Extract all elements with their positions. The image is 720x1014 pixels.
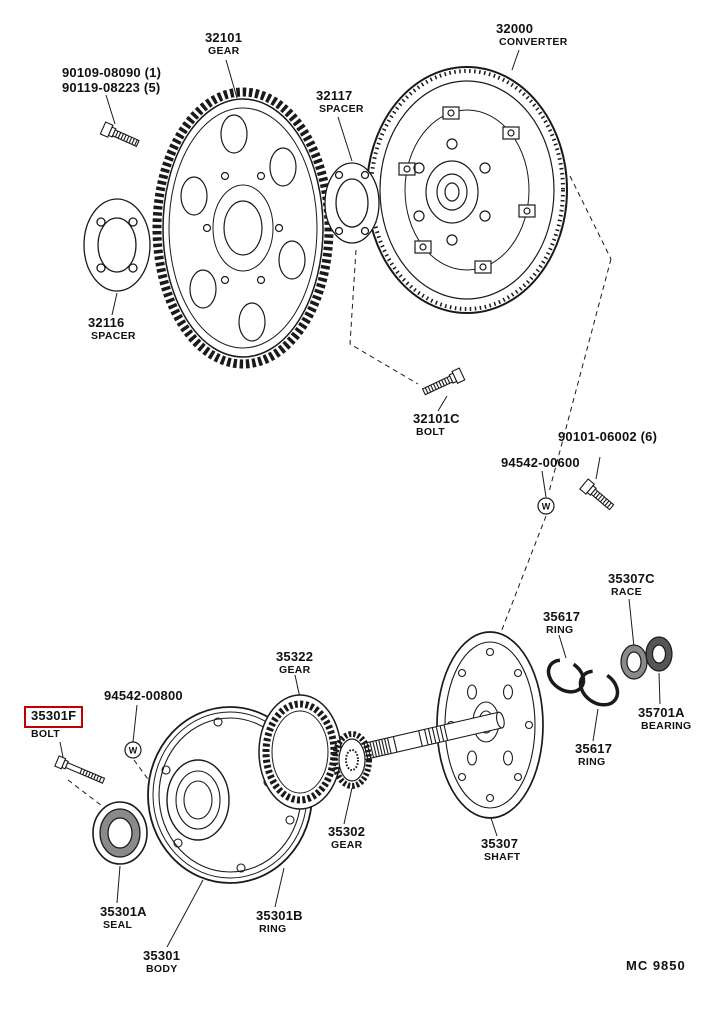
part-name: CONVERTER bbox=[499, 35, 568, 48]
spacer-32117-drawing bbox=[324, 162, 380, 244]
part-name: RING bbox=[259, 922, 287, 935]
part-name: GEAR bbox=[208, 44, 240, 57]
part-name: GEAR bbox=[279, 663, 311, 676]
part-number: 32101C bbox=[413, 411, 460, 426]
part-label-32117[interactable]: 32117 SPACER bbox=[316, 88, 364, 115]
part-name: GEAR bbox=[331, 838, 363, 851]
part-name: RING bbox=[546, 623, 574, 636]
part-name: BODY bbox=[146, 962, 178, 975]
part-label-35302[interactable]: 35302 GEAR bbox=[328, 824, 366, 851]
part-label-90109-08090[interactable]: 90109-08090 (1) 90119-08223 (5) bbox=[62, 65, 162, 95]
part-number: 35322 bbox=[276, 649, 314, 664]
part-label-32000[interactable]: 32000 CONVERTER bbox=[496, 21, 568, 48]
part-name: SEAL bbox=[103, 918, 133, 931]
drive-plate-gear-drawing bbox=[152, 87, 334, 369]
part-number: 35617 bbox=[543, 609, 581, 624]
part-label-35322[interactable]: 35322 GEAR bbox=[276, 649, 314, 676]
converter-lugs bbox=[398, 106, 536, 274]
part-number: 90101-06002 (6) bbox=[558, 429, 658, 444]
part-label-94542-00800[interactable]: 94542-00800 bbox=[104, 688, 183, 704]
part-label-32101[interactable]: 32101 GEAR bbox=[205, 30, 243, 57]
part-label-32116[interactable]: 32116 SPACER bbox=[88, 315, 136, 342]
part-number: 35301A bbox=[100, 904, 147, 919]
part-number: 94542-00800 bbox=[104, 688, 183, 703]
snap-ring-lower-drawing bbox=[578, 669, 620, 707]
part-number: 94542-00600 bbox=[501, 455, 580, 470]
part-number: 35701A bbox=[638, 705, 685, 720]
washer-w-glyph: W bbox=[129, 746, 138, 756]
part-number: 32116 bbox=[88, 315, 125, 330]
part-name: BOLT bbox=[31, 727, 60, 740]
part-label-94542-00600[interactable]: 94542-00600 bbox=[501, 455, 580, 471]
spacer-32116-drawing bbox=[83, 198, 151, 292]
part-label-35307[interactable]: 35307 SHAFT bbox=[481, 836, 521, 863]
torque-converter-drawing bbox=[366, 66, 568, 314]
part-label-35307c[interactable]: 35307C RACE bbox=[608, 571, 655, 598]
leader-lines bbox=[59, 49, 661, 948]
part-label-35301[interactable]: 35301 BODY bbox=[143, 948, 181, 975]
race-drawing bbox=[620, 644, 648, 680]
assembly-dashed-lines bbox=[67, 175, 612, 813]
part-number-highlight-box: 35301F bbox=[24, 706, 84, 728]
part-number: 35617 bbox=[575, 741, 613, 756]
part-number: 35301B bbox=[256, 908, 303, 923]
part-name: RACE bbox=[611, 585, 642, 598]
part-label-35617-lower[interactable]: 35617 RING bbox=[575, 741, 613, 768]
part-label-35301f-highlighted[interactable]: 35301F BOLT bbox=[24, 706, 84, 740]
part-number: 35301 bbox=[143, 948, 181, 963]
bearing-drawing bbox=[645, 636, 673, 672]
part-name: BOLT bbox=[416, 425, 445, 438]
part-number: 32117 bbox=[316, 88, 353, 103]
washer-w-glyph: W bbox=[542, 502, 551, 512]
part-number: 35307 bbox=[481, 836, 519, 851]
part-number: 90109-08090 (1) bbox=[62, 65, 162, 80]
ring-gear-35322-drawing bbox=[258, 694, 342, 810]
bolt-drawing-90109 bbox=[99, 121, 140, 148]
bolt-drawing-90101 bbox=[579, 478, 615, 511]
bolt-drawing-35301f bbox=[54, 755, 106, 784]
washer-symbol-94542-00600: W bbox=[537, 497, 555, 515]
part-number: 32000 bbox=[496, 21, 534, 36]
part-name: BEARING bbox=[641, 719, 692, 732]
oil-seal-drawing bbox=[92, 801, 148, 865]
part-number: 35307C bbox=[608, 571, 655, 586]
part-number: 32101 bbox=[205, 30, 243, 45]
bolt-drawing-32101c bbox=[421, 367, 466, 396]
figure-code: MC 9850 bbox=[626, 958, 686, 973]
part-label-90101-06002[interactable]: 90101-06002 (6) bbox=[558, 429, 658, 445]
part-label-35617-upper[interactable]: 35617 RING bbox=[543, 609, 581, 636]
part-label-35301b[interactable]: 35301B RING bbox=[256, 908, 303, 935]
part-name: SHAFT bbox=[484, 850, 521, 863]
part-number: 35302 bbox=[328, 824, 366, 839]
part-name: SPACER bbox=[319, 102, 364, 115]
part-name: SPACER bbox=[91, 329, 136, 342]
washer-symbol-94542-00800: W bbox=[124, 741, 142, 759]
part-number: 90119-08223 (5) bbox=[62, 79, 161, 95]
part-label-35701a[interactable]: 35701A BEARING bbox=[638, 705, 692, 732]
part-label-32101c[interactable]: 32101C BOLT bbox=[413, 411, 460, 438]
drive-gear-35302-drawing bbox=[332, 731, 372, 789]
part-name: RING bbox=[578, 755, 606, 768]
pump-shaft-drawing bbox=[359, 711, 505, 761]
part-label-35301a[interactable]: 35301A SEAL bbox=[100, 904, 147, 931]
